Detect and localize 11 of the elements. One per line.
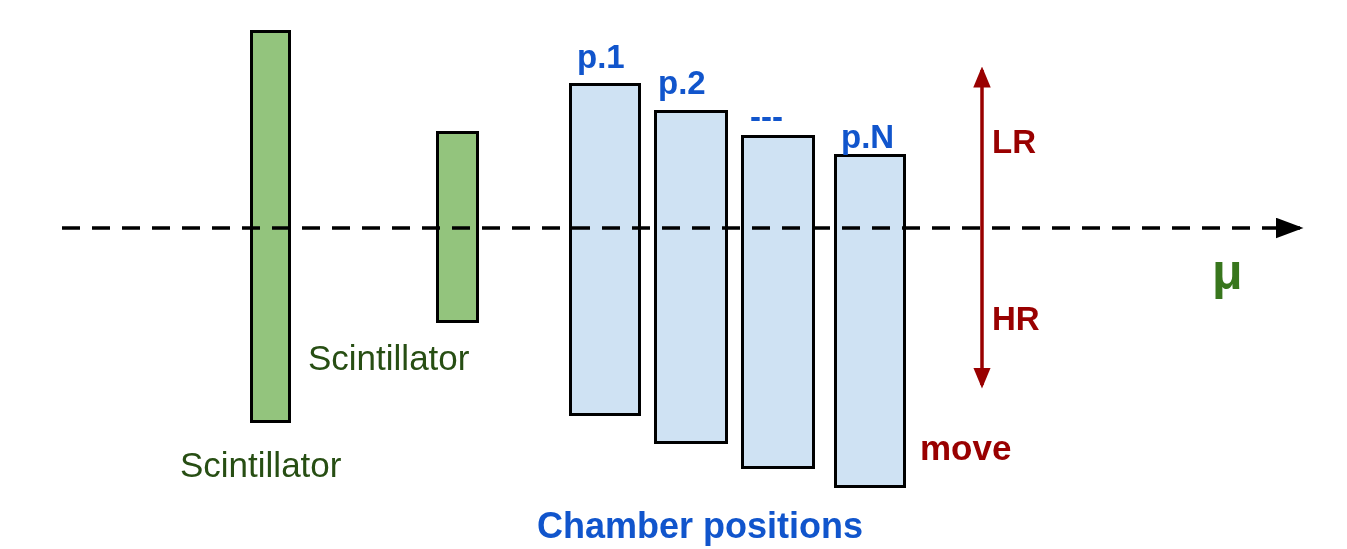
chamber-label: --- xyxy=(750,100,783,133)
chamber-label: p.N xyxy=(841,120,895,153)
movement-label: move xyxy=(920,430,1012,465)
particle-symbol: μ xyxy=(1212,247,1243,297)
chamber-label: p.2 xyxy=(658,66,706,99)
scintillator-caption: Scintillator xyxy=(180,447,342,482)
chamber-label: p.1 xyxy=(577,40,625,73)
figure-caption: Chamber positions xyxy=(537,508,864,544)
direction-label: HR xyxy=(992,302,1040,335)
direction-label: LR xyxy=(992,125,1036,158)
scintillator-caption: Scintillator xyxy=(308,340,470,375)
